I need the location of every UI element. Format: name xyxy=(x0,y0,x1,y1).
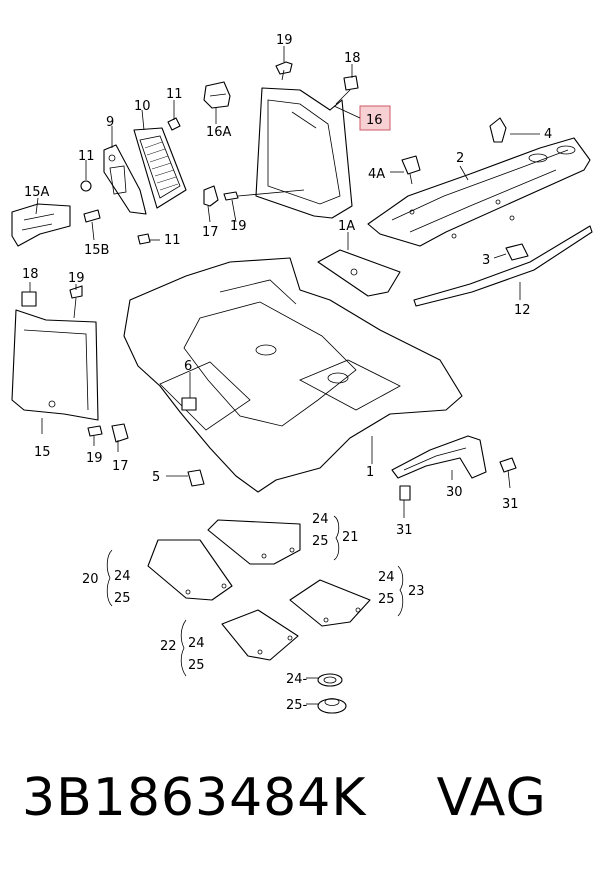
callout-24: 24- xyxy=(286,672,308,687)
callout-12: 12 xyxy=(514,303,531,318)
callout-15A: 15A xyxy=(24,185,50,200)
callout-24: 24 xyxy=(312,512,329,527)
screw-19-lower xyxy=(87,425,103,437)
pillar-trim-16 xyxy=(255,87,353,219)
callout-18: 18 xyxy=(22,267,39,282)
pad-1A xyxy=(317,249,401,297)
fastener-18 xyxy=(335,75,359,105)
callout-18: 18 xyxy=(344,51,361,66)
callout-4A: 4A xyxy=(368,167,385,182)
screw-19-left xyxy=(69,285,83,319)
floor-carpet-1 xyxy=(123,257,463,493)
mat-20 xyxy=(147,539,233,601)
callout-15B: 15B xyxy=(84,243,109,258)
callout-17: 17 xyxy=(112,459,129,474)
clip-6 xyxy=(181,397,197,411)
bracket-15A xyxy=(11,203,71,247)
screw-15B xyxy=(83,209,101,223)
trim-strip-12 xyxy=(413,225,593,307)
callout-19: 19 xyxy=(68,271,85,286)
trim-panel-10 xyxy=(133,127,187,209)
callout-25: 25 xyxy=(378,592,395,607)
callout-24: 24 xyxy=(114,569,131,584)
callout-3: 3 xyxy=(482,253,490,268)
callout-24: 24 xyxy=(378,570,395,585)
callout-6: 6 xyxy=(184,359,192,374)
callout-labels: 19 18 11 10 16A 16 9 11 15A 15B 11 17 19… xyxy=(22,33,552,713)
fastener-4A xyxy=(401,155,421,185)
clip-4 xyxy=(489,117,507,143)
mat-21 xyxy=(207,519,301,565)
bracket-3 xyxy=(505,243,529,261)
part-number-caption: 3B1863484K VAG xyxy=(22,768,547,828)
callout-4: 4 xyxy=(544,127,552,142)
callout-30: 30 xyxy=(446,485,463,500)
rivet-31-left xyxy=(399,485,411,501)
callout-16: 16 xyxy=(366,113,383,128)
callout-25: 25- xyxy=(286,698,308,713)
callout-21: 21 xyxy=(342,530,359,545)
trim-panel-15 xyxy=(11,309,99,421)
callout-25: 25 xyxy=(188,658,205,673)
bracket-9 xyxy=(103,144,147,215)
liner-30 xyxy=(391,435,487,479)
callout-1A: 1A xyxy=(338,219,355,234)
nut-11-lower xyxy=(137,233,151,245)
callout-1: 1 xyxy=(366,465,374,480)
highlight-box-16 xyxy=(359,105,391,131)
grommet-25 xyxy=(317,698,347,714)
rivet-31-right xyxy=(499,457,517,473)
callout-10: 10 xyxy=(134,99,151,114)
callout-5: 5 xyxy=(152,470,160,485)
callout-23: 23 xyxy=(408,584,425,599)
callout-11: 11 xyxy=(164,233,181,248)
nut-11-upper xyxy=(167,117,181,131)
callout-11: 11 xyxy=(166,87,183,102)
callout-19: 19 xyxy=(276,33,293,48)
callout-25: 25 xyxy=(312,534,329,549)
callout-2: 2 xyxy=(456,151,464,166)
fastener-18-left xyxy=(21,291,37,307)
callout-11: 11 xyxy=(78,149,95,164)
mat-23 xyxy=(289,579,371,627)
callout-22: 22 xyxy=(160,639,177,654)
callout-24: 24 xyxy=(188,636,205,651)
callout-17: 17 xyxy=(202,225,219,240)
kit-brackets xyxy=(106,515,404,677)
screw-19-mid xyxy=(223,189,305,201)
callout-15: 15 xyxy=(34,445,51,460)
callout-19: 19 xyxy=(86,451,103,466)
clip-5 xyxy=(187,469,205,487)
parcel-shelf-2 xyxy=(367,137,591,247)
leader-lines xyxy=(29,46,540,705)
callout-31: 31 xyxy=(502,497,519,512)
callout-16A: 16A xyxy=(206,125,232,140)
callout-25: 25 xyxy=(114,591,131,606)
screw-19 xyxy=(275,61,293,81)
mat-22 xyxy=(221,609,299,661)
nut-11-mid xyxy=(80,180,92,192)
callout-31: 31 xyxy=(396,523,413,538)
clip-16A xyxy=(203,81,231,109)
callout-9: 9 xyxy=(106,115,114,130)
cover-17 xyxy=(203,185,219,207)
callout-19: 19 xyxy=(230,219,247,234)
grommet-24 xyxy=(317,673,343,687)
cover-17-lower xyxy=(111,423,129,443)
callout-20: 20 xyxy=(82,572,99,587)
